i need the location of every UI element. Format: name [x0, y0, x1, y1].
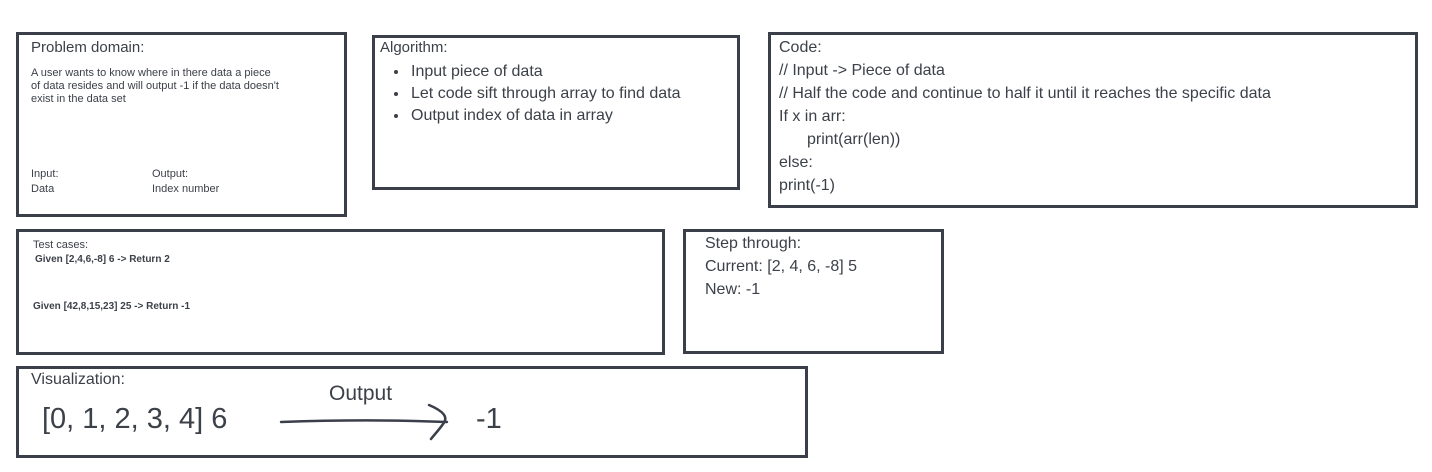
input-label: Input:	[31, 168, 59, 180]
visualization-input: [0, 1, 2, 3, 4] 6	[42, 403, 228, 435]
test-cases-box: Test cases: Given [2,4,6,-8] 6 -> Return…	[16, 229, 665, 355]
code-line: print(arr(len))	[807, 131, 901, 148]
code-box: Code: // Input -> Piece of data // Half …	[768, 32, 1418, 208]
code-line: print(-1)	[779, 177, 836, 194]
algorithm-steps-list: Input piece of data Let code sift throug…	[389, 61, 681, 127]
output-value: Index number	[152, 183, 220, 195]
test-cases-title: Test cases:	[33, 239, 89, 251]
step-current: Current: [2, 4, 6, -8] 5	[705, 258, 858, 275]
output-label: Output:	[152, 168, 189, 180]
step-new: New: -1	[705, 281, 761, 298]
input-value: Data	[31, 183, 55, 195]
code-line: else:	[779, 154, 813, 171]
problem-domain-box: Problem domain: A user wants to know whe…	[16, 32, 347, 217]
code-line: If x in arr:	[779, 108, 846, 125]
step-through-title: Step through:	[705, 235, 802, 252]
problem-description-line: exist in the data set	[31, 93, 126, 105]
test-case: Given [42,8,15,23] 25 -> Return -1	[33, 301, 191, 312]
step-through-box: Step through: Current: [2, 4, 6, -8] 5 N…	[683, 229, 944, 354]
problem-domain-title: Problem domain:	[31, 39, 145, 56]
algorithm-step: Input piece of data	[409, 61, 681, 83]
algorithm-box: Algorithm: Input piece of data Let code …	[372, 35, 740, 190]
algorithm-title: Algorithm:	[380, 39, 448, 56]
visualization-result: -1	[476, 403, 502, 435]
visualization-title: Visualization:	[31, 371, 125, 388]
problem-description-line: A user wants to know where in there data…	[31, 67, 271, 79]
problem-description-line: of data resides and will output -1 if th…	[31, 80, 279, 92]
code-line: // Input -> Piece of data	[779, 62, 945, 79]
test-case: Given [2,4,6,-8] 6 -> Return 2	[35, 254, 170, 265]
visualization-box: Visualization: [0, 1, 2, 3, 4] 6 Output …	[16, 366, 808, 458]
code-title: Code:	[779, 39, 822, 56]
visualization-arrow-label: Output	[329, 382, 393, 405]
algorithm-step: Output index of data in array	[409, 105, 681, 127]
code-line: // Half the code and continue to half it…	[779, 85, 1271, 102]
algorithm-step: Let code sift through array to find data	[409, 83, 681, 105]
output-arrow-icon	[279, 403, 449, 441]
